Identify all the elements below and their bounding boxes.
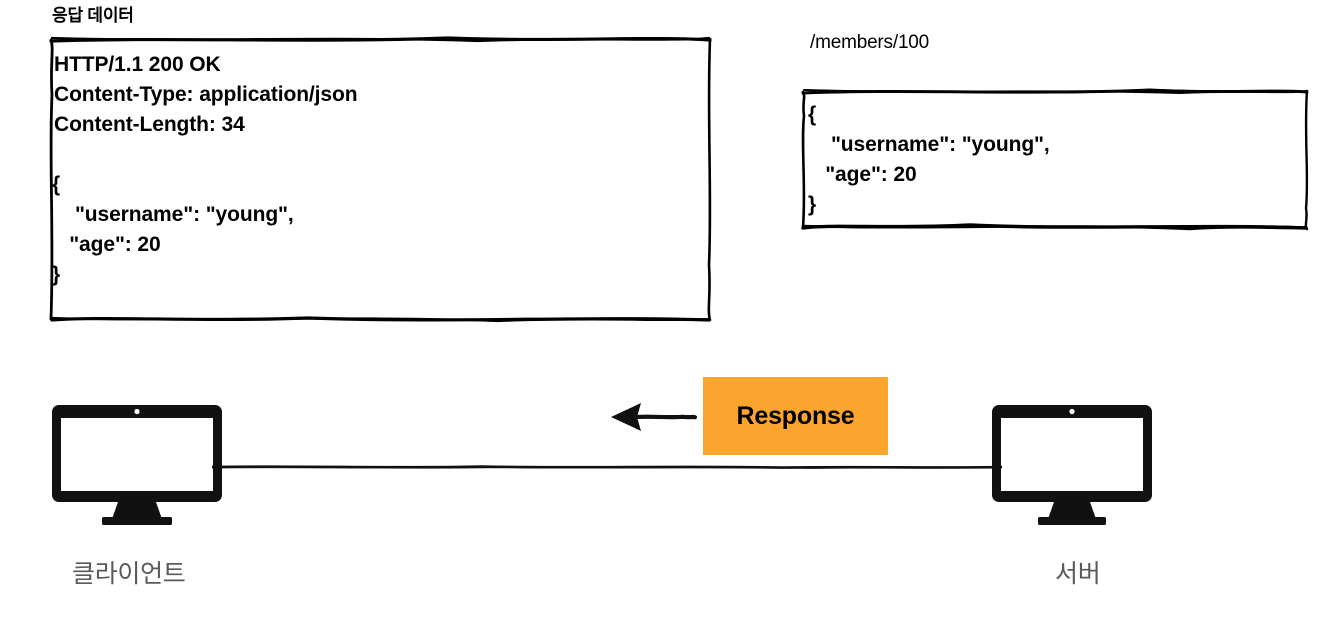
server-monitor-icon <box>992 405 1152 525</box>
response-header-content-length: Content-Length: 34 <box>54 113 245 136</box>
response-status-line: HTTP/1.1 200 OK <box>54 53 221 76</box>
server-label: 서버 <box>1055 560 1101 588</box>
response-body-username-field: "username": "young", <box>52 203 294 226</box>
response-body-age-field: "age": 20 <box>52 233 161 256</box>
resource-json-box: { "username": "young", "age": 20 } <box>800 88 1310 231</box>
http-response-message-box: HTTP/1.1 200 OK Content-Type: applicatio… <box>48 35 713 323</box>
response-body-open-brace: { <box>52 173 61 196</box>
arrow-left-icon <box>607 398 699 436</box>
client-label: 클라이언트 <box>72 560 186 588</box>
response-data-title: 응답 데이터 <box>52 6 134 25</box>
response-header-content-type: Content-Type: application/json <box>54 83 358 106</box>
resource-json-username-field: "username": "young", <box>808 133 1050 156</box>
resource-json-age-field: "age": 20 <box>808 163 917 186</box>
response-banner-label: Response <box>736 401 855 430</box>
resource-path-title: /members/100 <box>810 32 930 53</box>
client-server-connection-line <box>210 458 1004 476</box>
response-banner: Response <box>703 377 888 455</box>
resource-json-open-brace: { <box>808 103 817 126</box>
client-monitor-icon <box>52 405 222 525</box>
response-body-close-brace: } <box>52 263 61 286</box>
resource-json-close-brace: } <box>808 193 817 216</box>
